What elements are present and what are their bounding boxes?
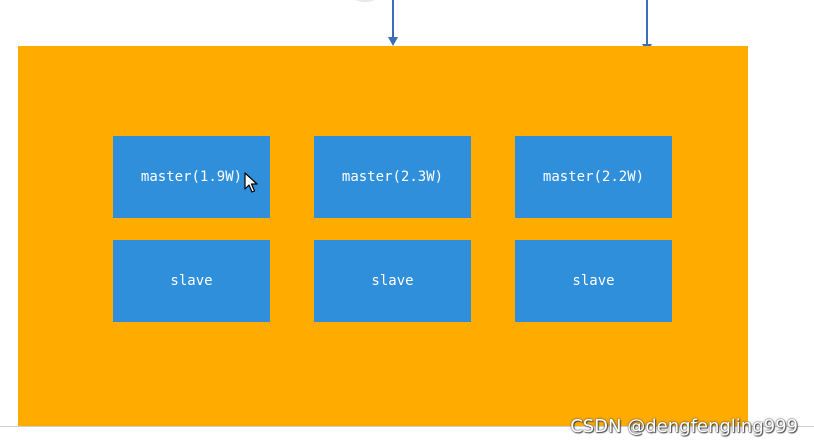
master-node-3-label: master(2.2W) <box>542 169 645 185</box>
master-node-1[interactable]: master(1.9W) <box>113 136 270 218</box>
slave-node-2[interactable]: slave <box>314 240 471 322</box>
slave-node-1[interactable]: slave <box>113 240 270 322</box>
slave-node-2-label: slave <box>371 273 414 289</box>
incoming-arrow-2 <box>642 0 652 53</box>
slave-node-3[interactable]: slave <box>515 240 672 322</box>
arrow-head-icon <box>388 37 398 46</box>
master-node-2-label: master(2.3W) <box>341 169 444 185</box>
master-node-1-label: master(1.9W) <box>140 169 243 185</box>
redis-cluster-box: master(1.9W) master(2.3W) master(2.2W) s… <box>18 46 748 426</box>
page-divider <box>0 426 814 427</box>
incoming-arrow-1 <box>388 0 398 46</box>
mouse-cursor-icon <box>244 172 258 193</box>
slave-node-1-label: slave <box>170 273 213 289</box>
csdn-watermark: CSDN @dengfengling999 <box>570 416 798 437</box>
master-node-3[interactable]: master(2.2W) <box>515 136 672 218</box>
slave-node-3-label: slave <box>572 273 615 289</box>
partial-shape <box>352 0 378 2</box>
master-node-2[interactable]: master(2.3W) <box>314 136 471 218</box>
